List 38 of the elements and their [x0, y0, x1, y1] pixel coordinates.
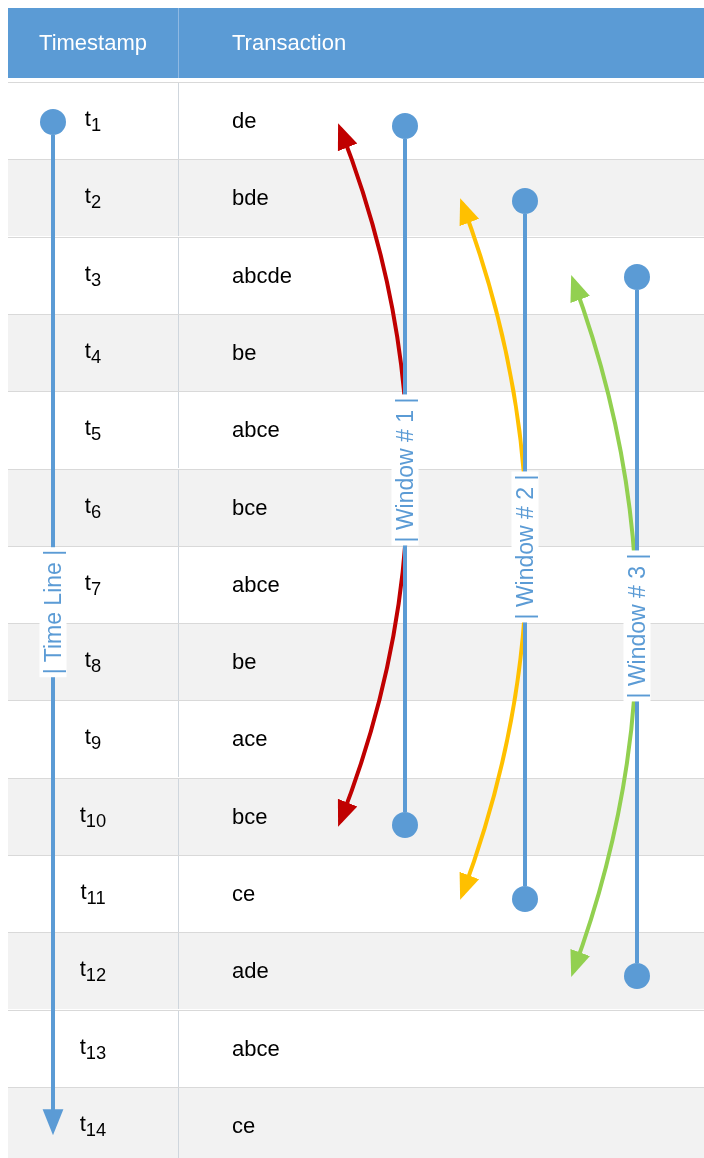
- transaction-text: abce: [232, 571, 280, 598]
- timestamp-text: t$_{8}$: [84, 646, 102, 678]
- edge-label: | Window # 3 |: [623, 550, 651, 702]
- transaction-text: abcde: [232, 262, 292, 289]
- timestamp-text: t$_{10}$: [79, 801, 107, 832]
- window-line: [635, 290, 639, 963]
- timestamp-text: t$_{7}$: [84, 569, 102, 600]
- column-header: Transaction: [232, 30, 347, 56]
- column-header: Timestamp: [39, 30, 147, 56]
- timestamp-text: t$_{3}$: [84, 260, 102, 291]
- timeline-arrow: [42, 135, 64, 1136]
- timestamp-text: t$_{6}$: [84, 492, 102, 523]
- edge-label: | Window # 1 |: [391, 394, 419, 546]
- transaction-text: bde: [232, 185, 269, 212]
- timestamp-text: t$_{5}$: [84, 415, 102, 446]
- transaction-text: bce: [232, 494, 268, 521]
- window-line: [403, 139, 407, 812]
- transaction-text: be: [232, 339, 257, 366]
- timestamp-text: t$_{12}$: [79, 956, 107, 987]
- edge-label: | Window # 2 |: [511, 471, 539, 623]
- window-line: [523, 214, 527, 886]
- transaction-text: abce: [232, 1035, 280, 1062]
- timestamp-text: t$_{2}$: [84, 183, 102, 214]
- transaction-text: be: [232, 649, 257, 676]
- transaction-text: ce: [232, 1112, 256, 1139]
- timestamp-text: t$_{14}$: [79, 1110, 107, 1142]
- timestamp-text: t$_{13}$: [79, 1033, 107, 1064]
- edge-label: | Time Line |: [39, 546, 67, 678]
- timestamp-text: t$_{9}$: [84, 724, 102, 755]
- transaction-text: ce: [232, 881, 256, 907]
- transaction-text: de: [232, 108, 257, 134]
- transaction-text: abce: [232, 417, 280, 444]
- timestamp-text: t$_{4}$: [84, 337, 102, 369]
- timestamp-text: t$_{1}$: [84, 105, 102, 137]
- transaction-text: bce: [232, 803, 268, 830]
- transaction-text: ade: [232, 958, 269, 985]
- timestamp-text: t$_{11}$: [80, 878, 106, 910]
- transaction-text: ace: [232, 726, 268, 753]
